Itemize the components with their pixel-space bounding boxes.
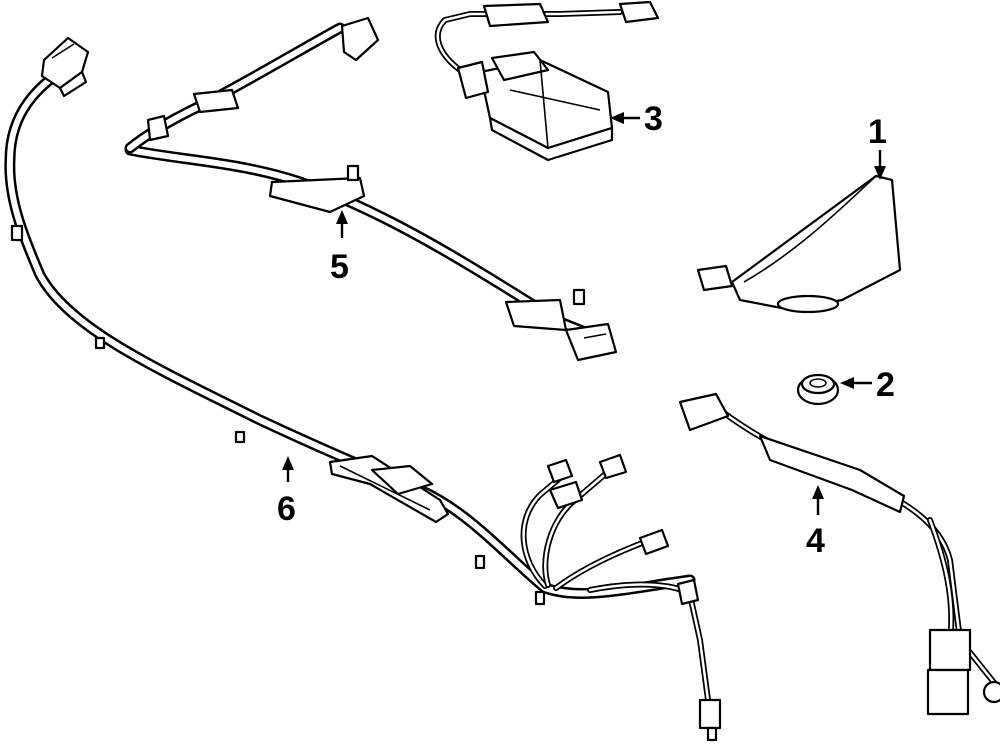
- harness-module: [328, 454, 450, 524]
- amplifier-body: [456, 0, 660, 162]
- antenna[interactable]: [696, 174, 902, 314]
- main-harness[interactable]: [4, 36, 722, 742]
- callout-1: 1: [868, 113, 887, 151]
- callout-3: 3: [644, 100, 663, 138]
- callout-arrows: [282, 112, 886, 515]
- lead-cable-parts: [678, 392, 1000, 716]
- harness-clips: [10, 224, 546, 606]
- callout-labels: 1 2 3 4 5 6: [277, 100, 895, 560]
- callout-4: 4: [806, 522, 825, 560]
- nut[interactable]: [796, 373, 840, 406]
- amplifier[interactable]: [434, 0, 660, 162]
- harness-branches: [520, 453, 722, 742]
- cable-harness[interactable]: [124, 16, 618, 362]
- callout-5: 5: [330, 248, 349, 286]
- lead-cable[interactable]: [678, 392, 1000, 716]
- callout-6: 6: [277, 490, 296, 528]
- harness-connector-top-left: [40, 36, 90, 98]
- callout-2: 2: [876, 366, 895, 404]
- cable-harness-parts: [146, 16, 618, 362]
